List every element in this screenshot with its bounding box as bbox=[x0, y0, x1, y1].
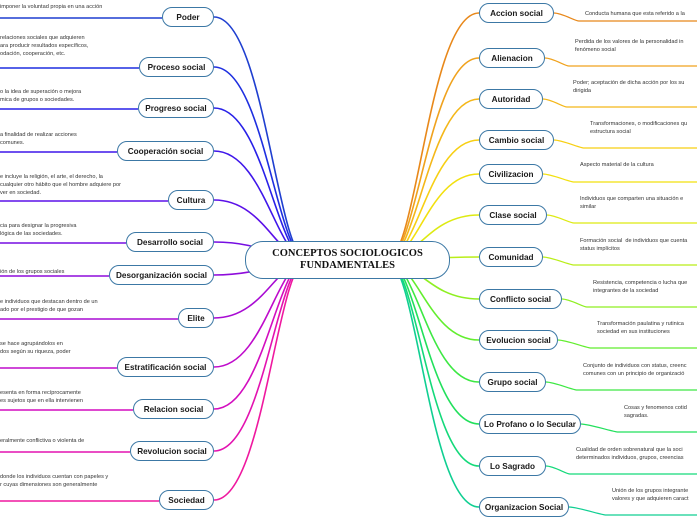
note-line-autoridad bbox=[542, 98, 697, 108]
topic-cultura[interactable]: Cultura bbox=[168, 190, 214, 210]
topic-lo-profano-o-lo-secular[interactable]: Lo Profano o lo Secular bbox=[479, 414, 581, 434]
note-accion-social[interactable]: Conducta humana que esta referido a la bbox=[585, 11, 685, 17]
note-line-evolucion-social bbox=[557, 339, 697, 349]
note-line-cambio-social bbox=[553, 139, 697, 149]
topic-comunidad[interactable]: Comunidad bbox=[479, 247, 543, 267]
topic-cambio-social[interactable]: Cambio social bbox=[479, 130, 554, 150]
topic-sociedad[interactable]: Sociedad bbox=[159, 490, 214, 510]
note-clase-social[interactable]: Individuos que comparten una situación e… bbox=[580, 196, 684, 211]
note-line-lo-sagrado bbox=[545, 465, 697, 475]
topic-elite[interactable]: Elite bbox=[178, 308, 214, 328]
topic-organizacion-social[interactable]: Organizacion Social bbox=[479, 497, 569, 517]
note-lo-sagrado[interactable]: Cualidad de orden sobrenatural que la so… bbox=[576, 447, 684, 462]
note-evolucion-social[interactable]: Transformación paulatina y rutinica soci… bbox=[597, 321, 684, 336]
note-revolucion-social[interactable]: eralmente conflictiva o violenta de bbox=[0, 438, 85, 444]
note-cooperacion-social[interactable]: a finalidad de realizar acciones comunes… bbox=[0, 132, 77, 147]
note-line-grupo-social bbox=[545, 381, 697, 391]
topic-accion-social[interactable]: Accion social bbox=[479, 3, 554, 23]
note-line-clase-social bbox=[546, 214, 697, 224]
topic-estratificacion-social[interactable]: Estratificación social bbox=[117, 357, 214, 377]
note-comunidad[interactable]: Formación social de individuos que cuent… bbox=[580, 238, 688, 253]
note-estratificacion-social[interactable]: se hace agrupándolos en dos según su riq… bbox=[0, 341, 71, 356]
note-line-alienacion bbox=[544, 57, 697, 67]
topic-cooperacion-social[interactable]: Cooperación social bbox=[117, 141, 214, 161]
branch-relacion-social bbox=[213, 259, 308, 410]
note-alienacion[interactable]: Perdida de los valores de la personalida… bbox=[575, 39, 684, 54]
note-grupo-social[interactable]: Conjunto de individuos con status, creen… bbox=[583, 363, 687, 378]
note-elite[interactable]: e individuos que destacan dentro de un a… bbox=[0, 299, 98, 314]
note-line-civilizacion bbox=[542, 173, 697, 183]
note-line-conflicto-social bbox=[561, 298, 697, 308]
note-conflicto-social[interactable]: Resistencia, competencia o lucha que int… bbox=[593, 280, 688, 295]
topic-desarrollo-social[interactable]: Desarrollo social bbox=[126, 232, 214, 252]
topic-grupo-social[interactable]: Grupo social bbox=[479, 372, 546, 392]
note-relacion-social[interactable]: esenta en forma recíprocamente es sujeto… bbox=[0, 390, 84, 405]
note-line-accion-social bbox=[553, 12, 697, 22]
note-cambio-social[interactable]: Transformaciones, o modificaciones qu es… bbox=[590, 121, 688, 136]
topic-proceso-social[interactable]: Proceso social bbox=[139, 57, 214, 77]
topic-civilizacion[interactable]: Civilizacion bbox=[479, 164, 543, 184]
note-desorganizacion-social[interactable]: ión de los grupos sociales bbox=[0, 269, 65, 275]
topic-relacion-social[interactable]: Relacion social bbox=[133, 399, 214, 419]
note-proceso-social[interactable]: relaciones sociales que adquieren ara pr… bbox=[0, 35, 89, 58]
central-topic[interactable]: CONCEPTOS SOCIOLOGICOS FUNDAMENTALES bbox=[245, 241, 450, 279]
topic-lo-sagrado[interactable]: Lo Sagrado bbox=[479, 456, 546, 476]
note-sociedad[interactable]: donde los individuos cuentan con papeles… bbox=[0, 474, 109, 489]
note-lo-profano-o-lo-secular[interactable]: Cosas y fenomenos cotid sagradas. bbox=[624, 405, 687, 420]
topic-progreso-social[interactable]: Progreso social bbox=[138, 98, 214, 118]
note-autoridad[interactable]: Poder; aceptación de dicha acción por lo… bbox=[573, 80, 685, 95]
topic-clase-social[interactable]: Clase social bbox=[479, 205, 547, 225]
note-organizacion-social[interactable]: Unión de los grupos integrante valores y… bbox=[612, 488, 689, 503]
topic-autoridad[interactable]: Autoridad bbox=[479, 89, 543, 109]
note-line-lo-profano-o-lo-secular bbox=[580, 423, 697, 433]
topic-evolucion-social[interactable]: Evolucion social bbox=[479, 330, 558, 350]
topic-revolucion-social[interactable]: Revolucion social bbox=[130, 441, 214, 461]
note-civilizacion[interactable]: Aspecto material de la cultura bbox=[580, 162, 654, 168]
note-poder[interactable]: imponer la voluntad propia en una acción bbox=[0, 4, 103, 10]
note-cultura[interactable]: e incluye la religión, el arte, el derec… bbox=[0, 174, 121, 197]
note-line-organizacion-social bbox=[568, 506, 697, 516]
topic-poder[interactable]: Poder bbox=[162, 7, 214, 27]
topic-desorganizacion-social[interactable]: Desorganización social bbox=[109, 265, 214, 285]
branch-organizacion-social bbox=[386, 259, 480, 508]
branch-autoridad bbox=[386, 98, 480, 261]
branch-accion-social bbox=[386, 12, 480, 261]
branch-progreso-social bbox=[213, 107, 308, 261]
note-desarrollo-social[interactable]: cia para designar la progresiva lógica d… bbox=[0, 223, 77, 238]
note-progreso-social[interactable]: o la idea de superación o mejora mica de… bbox=[0, 89, 82, 104]
topic-alienacion[interactable]: Alienacion bbox=[479, 48, 545, 68]
note-line-comunidad bbox=[542, 256, 697, 266]
topic-conflicto-social[interactable]: Conflicto social bbox=[479, 289, 562, 309]
